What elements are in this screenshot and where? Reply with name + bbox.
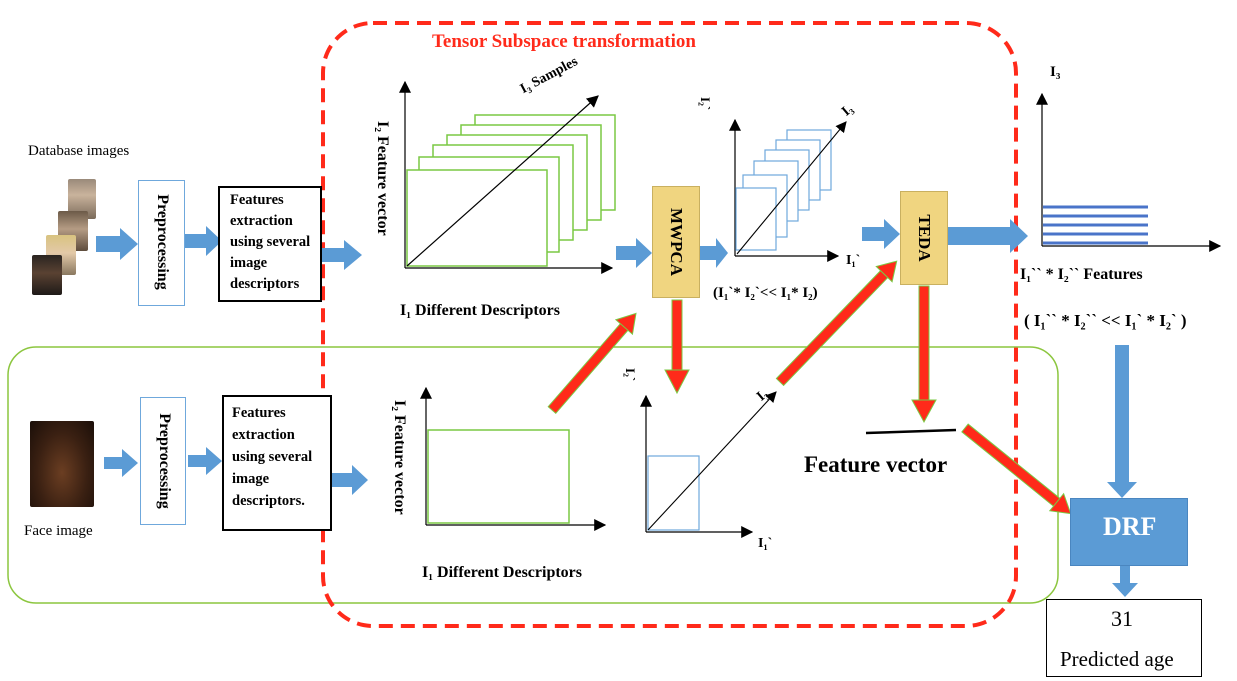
- face-image-photo: [30, 421, 94, 507]
- i2-feature-vector-label-bottom: I₂ Feature vector: [391, 400, 408, 515]
- face-descriptor-plot: [420, 386, 607, 531]
- features-output-label: I₁`` * I₂`` Features: [1020, 266, 1143, 283]
- reduced-tensor-plot: [729, 118, 847, 262]
- features-extraction-line: Features: [230, 192, 284, 208]
- i2-prime-axis-label-bottom: I₂`: [623, 368, 638, 382]
- features-extraction-line: extraction: [230, 213, 293, 229]
- arrow-teda-to-output: [948, 219, 1028, 253]
- features-extraction-text-top: Features extraction using several image …: [230, 190, 310, 295]
- database-images-label: Database images: [28, 143, 130, 159]
- database-face-stack: [30, 175, 102, 297]
- drf-label: DRF: [1103, 512, 1157, 541]
- arrow-features-to-tensor: [322, 240, 362, 270]
- mwpca-label: MWPCA: [667, 208, 686, 276]
- features-extraction-line: image: [230, 255, 268, 271]
- feature-reduction-relation-label: ( I₁`` * I₂`` << I₁` * I₂` ): [1024, 311, 1187, 330]
- i3-output-axis-label: I₃: [1050, 64, 1061, 80]
- features-extraction-line: Features: [232, 405, 286, 421]
- output-features-plot: [1036, 92, 1222, 252]
- arrow-mwpca-to-reduced: [700, 238, 728, 268]
- tensor-subspace-panel: [321, 21, 1018, 628]
- i1-different-descriptors-label-bottom: I₁ Different Descriptors: [422, 564, 583, 581]
- preprocessing-box-bottom: [140, 397, 186, 525]
- reduction-relation-label: (I₁`* I₂`<< I₁* I₂): [713, 285, 818, 301]
- arrow-drf-to-predicted: [1112, 565, 1138, 597]
- teda-box: [900, 191, 948, 285]
- features-extraction-line: image: [232, 471, 270, 487]
- preprocessing-label-bottom: Preprocessing: [156, 413, 173, 509]
- arrow-db-to-preprocessing: [96, 228, 138, 260]
- arrow-to-mwpca: [616, 238, 652, 268]
- i2-feature-vector-label-top: I₂ Feature vector: [374, 121, 391, 236]
- i1-prime-axis-label-bottom: I₁`: [758, 536, 773, 551]
- face-image-label: Face image: [24, 523, 93, 539]
- face-pipeline-panel: [7, 346, 1059, 604]
- features-extraction-box-top: [218, 186, 322, 302]
- drf-box: [1070, 498, 1188, 566]
- features-extraction-line: extraction: [232, 427, 295, 443]
- features-extraction-line: descriptors: [230, 276, 300, 292]
- projection-arrows: [547, 260, 1072, 515]
- tensor-subspace-title: Tensor Subspace transformation: [432, 31, 696, 52]
- i2-prime-axis-label-top: I₂`: [698, 97, 713, 111]
- features-extraction-box-bottom: [222, 395, 332, 531]
- teda-label: TEDA: [915, 214, 934, 262]
- arrow-preprocessing-to-features: [185, 226, 222, 256]
- features-extraction-line: using several: [230, 234, 311, 250]
- features-extraction-text-bottom: Features extraction using several image …: [232, 402, 312, 512]
- descriptor-tensor-plot: [399, 80, 616, 274]
- predicted-age-label: Predicted age: [1060, 647, 1174, 671]
- preprocessing-label-top: Preprocessing: [154, 194, 171, 290]
- preprocessing-box-top: [138, 180, 185, 306]
- mwpca-box: [652, 186, 700, 298]
- arrow-preprocessing2-to-features: [188, 447, 222, 475]
- predicted-age-value: 31: [1111, 606, 1133, 631]
- features-extraction-line: using several: [232, 449, 313, 465]
- arrow-to-teda: [862, 219, 900, 249]
- database-face-4: [32, 255, 62, 295]
- arrow-features2-to-tensor: [330, 465, 368, 495]
- arrow-face-to-preprocessing: [104, 449, 138, 477]
- feature-vector-label: Feature vector: [804, 452, 948, 477]
- features-extraction-line: descriptors.: [232, 493, 305, 509]
- feature-vector-line: [865, 428, 957, 435]
- predicted-age-box: [1046, 599, 1202, 677]
- arrow-features-to-drf: [1107, 345, 1137, 498]
- i1-prime-axis-label-top: I₁`: [846, 253, 861, 268]
- face-reduced-plot: [640, 391, 777, 538]
- i1-different-descriptors-label-top: I₁ Different Descriptors: [400, 302, 561, 319]
- top-flow-arrows: [96, 219, 1138, 597]
